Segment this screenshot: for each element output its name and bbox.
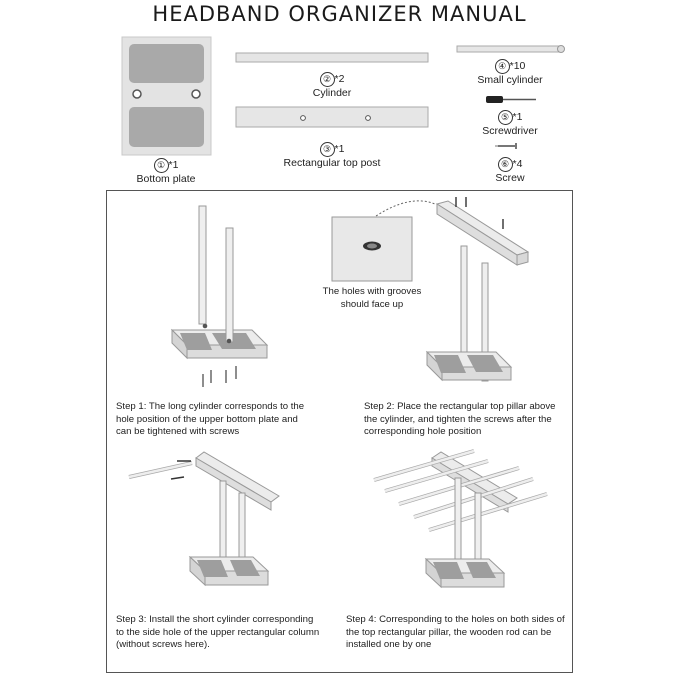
part-small-cylinder-label: ④*10 Small cylinder <box>477 59 543 86</box>
screwdriver-image <box>486 96 536 103</box>
step4-image <box>373 449 548 589</box>
part-cylinder-label: ②*2 Cylinder <box>312 72 352 99</box>
step1-image <box>170 205 269 387</box>
step2-image <box>331 197 530 382</box>
page-title: HEADBAND ORGANIZER MANUAL <box>152 2 527 26</box>
step4-text: Step 4: Corresponding to the holes on bo… <box>346 614 565 650</box>
groove-callout: The holes with grooves should face up <box>322 286 422 310</box>
screw-image <box>495 143 517 149</box>
rectangular-top-post-image <box>235 106 429 128</box>
step2-text: Step 2: Place the rectangular top pillar… <box>364 401 556 437</box>
part-screwdriver-label: ⑤*1 Screwdriver <box>482 110 538 137</box>
part-top-post-label: ③*1 Rectangular top post <box>283 142 381 169</box>
part-screw-label: ⑥*4 Screw <box>495 157 525 184</box>
step1-text: Step 1: The long cylinder corresponds to… <box>116 401 305 437</box>
cylinder-image <box>235 52 429 63</box>
steps-panel <box>106 190 573 673</box>
step3-text: Step 3: Install the short cylinder corre… <box>116 614 320 650</box>
small-cylinder-image <box>456 45 565 53</box>
step3-image <box>128 451 280 587</box>
part-bottom-plate-label: ①*1 Bottom plate <box>136 158 196 185</box>
bottom-plate-image <box>121 36 212 156</box>
